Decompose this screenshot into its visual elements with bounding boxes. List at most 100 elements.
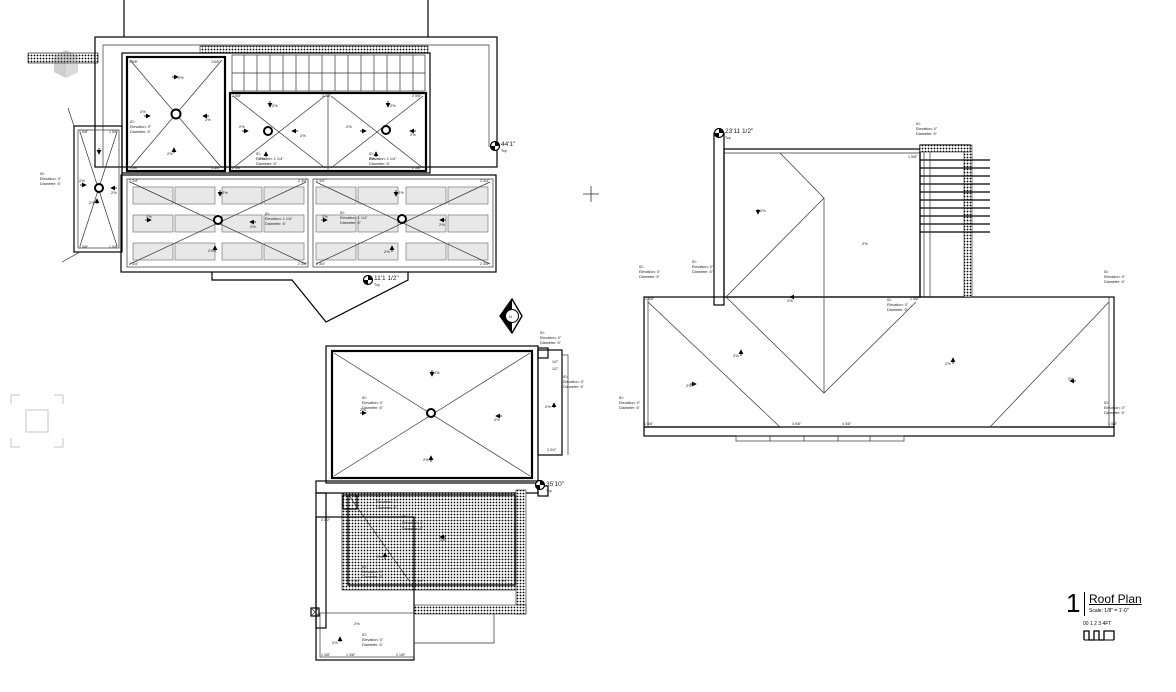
svg-text:2%: 2%: [167, 151, 173, 156]
level-marker-top-mid: 11'1 1/2" Top: [362, 274, 399, 287]
svg-text:2%: 2%: [369, 156, 375, 161]
svg-text:Top: Top: [546, 489, 552, 493]
svg-text:2%: 2%: [272, 103, 278, 108]
svg-text:2 3/4": 2 3/4": [298, 262, 308, 266]
svg-text:2%: 2%: [205, 117, 211, 122]
svg-text:2%: 2%: [322, 214, 328, 219]
svg-text:Diameter: 6": Diameter: 6": [619, 406, 641, 410]
svg-text:ID:: ID:: [1104, 401, 1109, 405]
svg-text:Diameter: 6": Diameter: 6": [639, 275, 661, 279]
svg-text:2%: 2%: [354, 621, 360, 626]
svg-text:ID:: ID:: [540, 331, 545, 335]
middle-roof: [310, 297, 569, 661]
svg-text:1'5/8": 1'5/8": [211, 60, 221, 64]
svg-text:2%: 2%: [410, 132, 416, 137]
scale-bar-ticks: 00 1 2 3 4FT: [1083, 621, 1112, 627]
svg-text:2 1/8": 2 1/8": [396, 653, 406, 657]
svg-text:ID:: ID:: [40, 172, 45, 176]
svg-text:2%: 2%: [733, 353, 739, 358]
svg-text:2%: 2%: [760, 208, 766, 213]
svg-text:Diameter: 6": Diameter: 6": [265, 222, 287, 226]
svg-text:Diameter: 6": Diameter: 6": [40, 182, 62, 186]
svg-text:2%: 2%: [440, 537, 446, 542]
svg-text:2%: 2%: [423, 457, 429, 462]
svg-text:1 5/8": 1 5/8": [79, 130, 89, 134]
svg-text:2%: 2%: [111, 190, 117, 195]
svg-text:2 3/4": 2 3/4": [480, 179, 490, 183]
svg-text:1 5/8": 1 5/8": [109, 130, 119, 134]
svg-text:Elevation: 0": Elevation: 0": [362, 401, 384, 405]
level-marker-mid: 35'10" Top: [534, 479, 565, 493]
svg-text:ID:: ID:: [265, 212, 270, 216]
svg-text:Diameter: 6": Diameter: 6": [362, 575, 384, 579]
drain-tags: ID: Elevation: 0" Diameter: 6" ID: Eleva…: [40, 120, 1126, 647]
svg-text:Elevation: 1 1/4": Elevation: 1 1/4": [369, 157, 397, 161]
crosshair-icon: [583, 186, 599, 202]
svg-text:2 3/4": 2 3/4": [129, 262, 139, 266]
svg-text:2%: 2%: [545, 404, 551, 409]
svg-text:2%: 2%: [178, 75, 184, 80]
svg-text:2%: 2%: [862, 241, 868, 246]
svg-text:Diameter: 6": Diameter: 6": [130, 130, 152, 134]
svg-text:2 5/8": 2 5/8": [412, 94, 422, 98]
svg-text:ID:: ID:: [887, 298, 892, 302]
svg-text:Top: Top: [501, 149, 507, 153]
svg-text:ID:: ID:: [692, 260, 697, 264]
svg-text:N: N: [509, 314, 512, 319]
svg-text:Elevation: 0": Elevation: 0": [563, 380, 585, 384]
svg-text:Elevation: 1 1/4": Elevation: 1 1/4": [256, 157, 284, 161]
svg-text:ID:: ID:: [563, 375, 568, 379]
view-scale: Scale: 1/8" = 1'-0": [1089, 608, 1129, 614]
svg-text:2%: 2%: [434, 370, 440, 375]
cube-icon[interactable]: [54, 50, 78, 78]
svg-text:1 5/8": 1 5/8": [79, 245, 89, 249]
svg-text:1 5/8": 1 5/8": [109, 245, 119, 249]
svg-text:1/2": 1/2": [552, 360, 559, 364]
svg-text:ID:: ID:: [639, 265, 644, 269]
dimension-labels: 1'5/8" 1'5/8" 1'5/8" 1'5/8" 2 5/8" 2 5/8…: [79, 60, 1118, 657]
svg-text:2%: 2%: [140, 109, 146, 114]
svg-text:3 3/4": 3 3/4": [547, 448, 557, 452]
svg-text:Elevation: 1": Elevation: 1": [402, 521, 424, 525]
view-box-icon[interactable]: [10, 394, 64, 448]
level-label: 11'1 1/2": [374, 275, 399, 282]
svg-text:2%: 2%: [360, 407, 366, 412]
svg-text:Elevation: 0": Elevation: 0": [639, 270, 661, 274]
svg-text:Diameter: 6": Diameter: 6": [887, 308, 909, 312]
svg-text:1'5/8": 1'5/8": [129, 60, 139, 64]
north-arrow-icon[interactable]: N: [509, 314, 512, 319]
svg-text:Elevation: 0": Elevation: 0": [916, 127, 938, 131]
svg-text:2 3/4": 2 3/4": [129, 179, 139, 183]
svg-text:2%: 2%: [89, 200, 95, 205]
svg-text:2%: 2%: [300, 133, 306, 138]
svg-text:2%: 2%: [332, 640, 338, 645]
view-title[interactable]: Roof Plan: [1089, 592, 1142, 606]
svg-text:ID:: ID:: [340, 211, 345, 215]
level-marker-top-left: 44'1" Top: [489, 140, 516, 153]
svg-text:1/2": 1/2": [552, 367, 559, 371]
svg-text:2 5/8": 2 5/8": [232, 166, 242, 170]
svg-text:2%: 2%: [250, 224, 256, 229]
svg-text:2%: 2%: [384, 249, 390, 254]
svg-text:ID:: ID:: [1104, 270, 1109, 274]
svg-text:1'5/8": 1'5/8": [129, 166, 139, 170]
svg-text:2%: 2%: [208, 248, 214, 253]
svg-text:Diameter: 6": Diameter: 6": [692, 270, 714, 274]
svg-text:3 3/4": 3 3/4": [351, 579, 361, 583]
svg-text:Diameter: 6": Diameter: 6": [369, 162, 391, 166]
level-label: 35'10": [546, 481, 565, 488]
svg-text:Elevation: 1": Elevation: 1": [376, 500, 398, 504]
svg-text:1 5/8": 1 5/8": [910, 297, 920, 301]
svg-text:2%: 2%: [79, 178, 85, 183]
svg-text:2%: 2%: [239, 124, 245, 129]
svg-text:Diameter: 6": Diameter: 6": [1104, 411, 1126, 415]
svg-text:ID:: ID:: [916, 122, 921, 126]
svg-text:3 3/4": 3 3/4": [414, 579, 424, 583]
svg-text:3 3/4": 3 3/4": [498, 579, 508, 583]
svg-text:2%: 2%: [686, 383, 692, 388]
svg-text:ID:: ID:: [256, 152, 261, 156]
svg-text:Elevation: 0": Elevation: 0": [40, 177, 62, 181]
svg-text:Elevation: 0": Elevation: 0": [540, 336, 562, 340]
level-marker-right-wing: 23'11 1/2" Top: [713, 127, 754, 140]
svg-text:Elevation: 1 1/4": Elevation: 1 1/4": [265, 217, 293, 221]
